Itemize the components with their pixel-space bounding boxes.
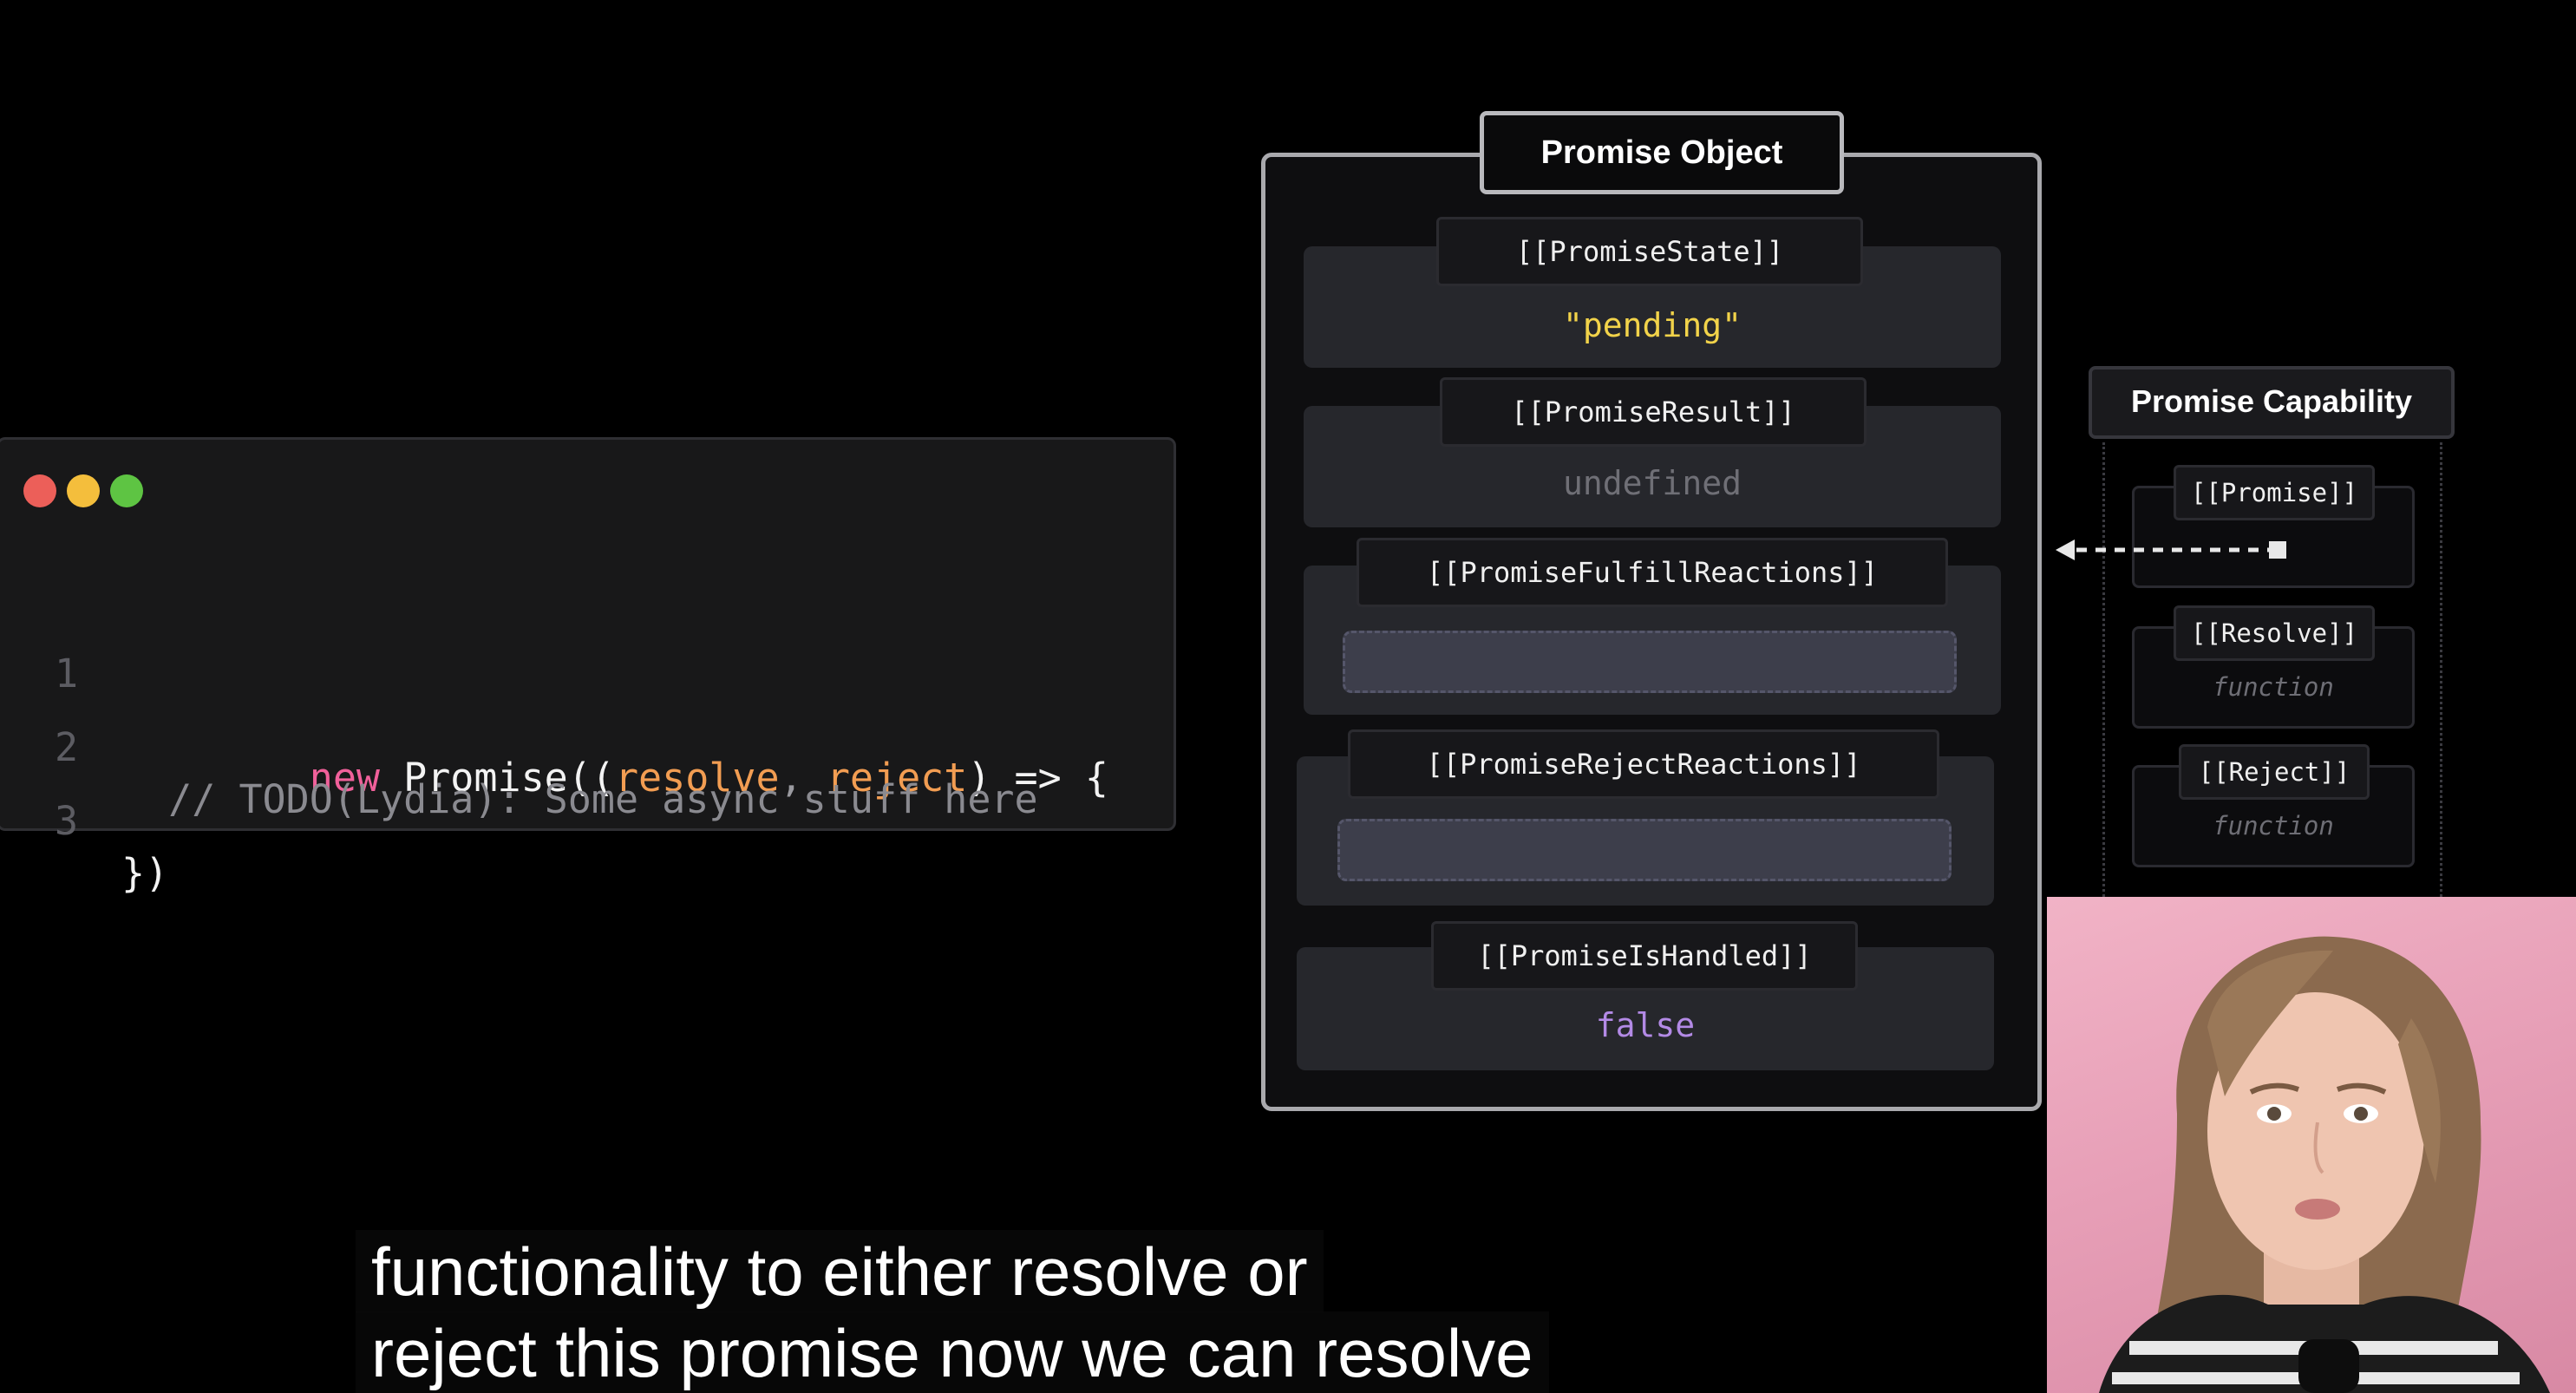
code-text: }) bbox=[121, 850, 169, 896]
code-line: 3 }) bbox=[0, 743, 168, 896]
code-token: resolve bbox=[614, 755, 780, 801]
capability-resolve-label: [[Resolve]] bbox=[2174, 605, 2375, 661]
code-comment: // TODO(Lydia): Some async stuff here bbox=[121, 776, 1038, 822]
promise-state-value: "pending" bbox=[1563, 306, 1742, 344]
code-token: reject bbox=[826, 755, 968, 801]
promise-object-title: Promise Object bbox=[1480, 111, 1844, 194]
maximize-window-dot[interactable] bbox=[110, 474, 143, 507]
capability-reject-label: [[Reject]] bbox=[2179, 744, 2370, 800]
subtitle-line-2: reject this promise now we can resolve bbox=[356, 1311, 1549, 1393]
capability-reject-value: function bbox=[2213, 811, 2334, 840]
close-window-dot[interactable] bbox=[23, 474, 56, 507]
code-line: 2 // TODO(Lydia): Some async stuff here bbox=[0, 670, 1038, 822]
arrow-origin-square bbox=[2269, 541, 2286, 559]
code-token: Promise(( bbox=[380, 755, 615, 801]
line-number: 1 bbox=[55, 651, 79, 696]
subtitle-line-1: functionality to either resolve or bbox=[356, 1230, 1324, 1313]
promise-result-value: undefined bbox=[1563, 464, 1742, 502]
fulfill-reactions-list bbox=[1343, 631, 1957, 693]
code-token: , bbox=[779, 755, 827, 801]
code-editor-window: 1 new Promise((resolve, reject) => { 2 /… bbox=[0, 437, 1176, 896]
promise-state-label: [[PromiseState]] bbox=[1436, 217, 1863, 286]
capability-promise-label: [[Promise]] bbox=[2174, 465, 2375, 520]
presenter-avatar bbox=[2099, 936, 2550, 1393]
promise-result-label: [[PromiseResult]] bbox=[1440, 377, 1867, 447]
reject-reactions-list bbox=[1337, 819, 1952, 881]
minimize-window-dot[interactable] bbox=[67, 474, 100, 507]
code-token: new bbox=[309, 755, 381, 801]
promise-is-handled-value: false bbox=[1595, 1006, 1696, 1044]
line-number: 2 bbox=[55, 724, 79, 770]
presenter-webcam bbox=[2047, 897, 2576, 1393]
line-number: 3 bbox=[55, 798, 79, 844]
code-line: 1 new Promise((resolve, reject) => { bbox=[0, 596, 1108, 801]
promise-capability-title: Promise Capability bbox=[2089, 366, 2455, 439]
promise-is-handled-label: [[PromiseIsHandled]] bbox=[1431, 921, 1858, 991]
capability-resolve-value: function bbox=[2213, 672, 2334, 702]
promise-fulfill-reactions-label: [[PromiseFulfillReactions]] bbox=[1357, 538, 1948, 607]
promise-reject-reactions-label: [[PromiseRejectReactions]] bbox=[1348, 729, 1939, 799]
promise-pointer-arrow bbox=[2056, 540, 2286, 560]
code-text: new Promise((resolve, reject) => { bbox=[121, 700, 1108, 856]
code-token: ) => { bbox=[967, 755, 1108, 801]
promise-capability-frame bbox=[2102, 442, 2442, 928]
arrow-head-icon bbox=[2056, 540, 2075, 560]
